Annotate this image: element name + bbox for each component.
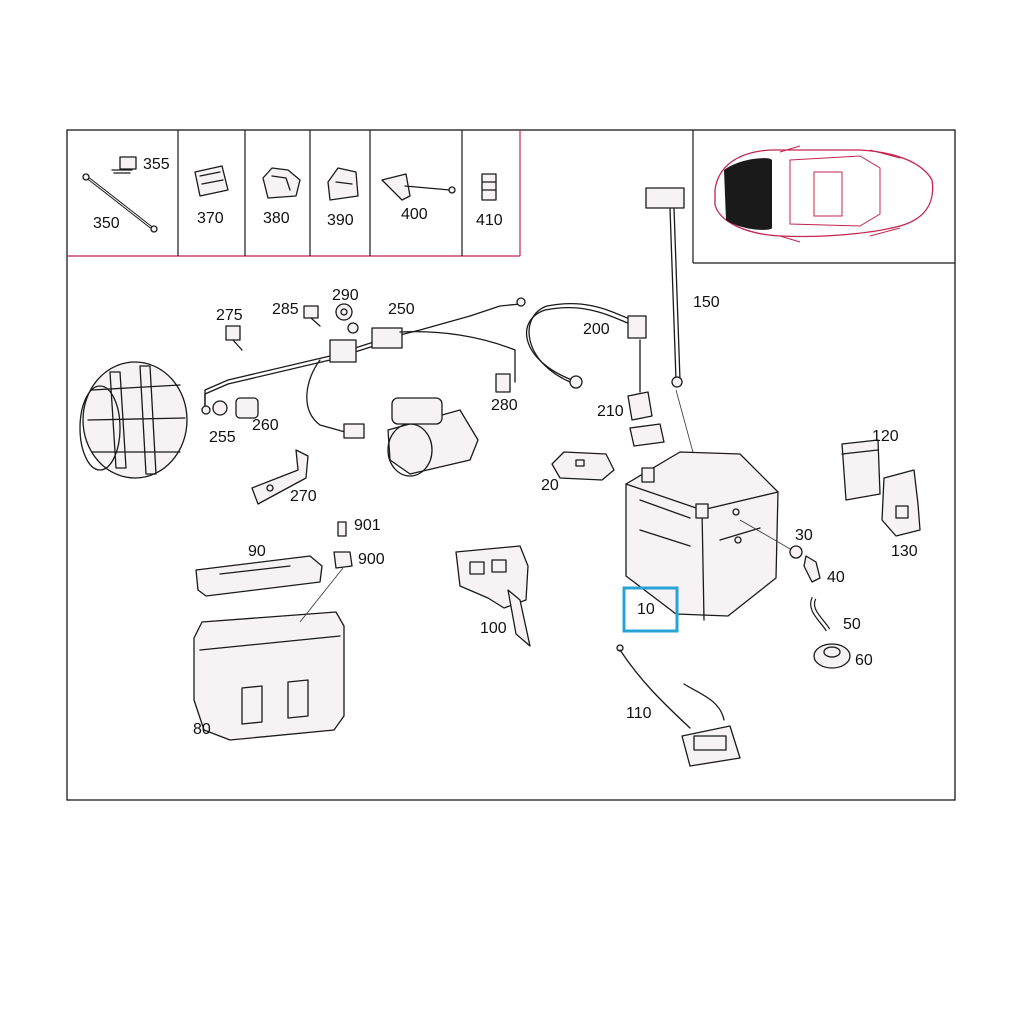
label-390: 390 <box>327 212 354 229</box>
part-20-cover[interactable] <box>551 451 615 481</box>
label-200: 200 <box>583 321 610 338</box>
part-80-fuse-box[interactable] <box>193 611 345 741</box>
part-200-cable[interactable] <box>525 302 647 389</box>
part-400-holder[interactable] <box>381 173 456 201</box>
part-350-bolt-strap[interactable] <box>82 173 158 233</box>
part-410-fitting[interactable] <box>481 173 497 201</box>
label-100: 100 <box>480 620 507 637</box>
car-thumbnail <box>714 145 934 243</box>
label-20: 20 <box>541 477 559 494</box>
highlight-box <box>622 586 679 633</box>
part-900-fuse[interactable] <box>299 551 353 623</box>
part-100-fuse-carrier[interactable] <box>455 545 531 647</box>
part-110-sensor-cable[interactable] <box>616 644 741 767</box>
part-250-harness[interactable] <box>201 297 526 439</box>
label-110: 110 <box>626 705 652 722</box>
part-260-cap[interactable] <box>235 397 259 419</box>
label-260: 260 <box>252 417 279 434</box>
part-380-clip[interactable] <box>262 167 301 199</box>
part-275-bolt[interactable] <box>225 325 243 351</box>
label-210: 210 <box>597 403 624 420</box>
part-60-grommet[interactable] <box>813 643 851 669</box>
part-370-clip[interactable] <box>194 165 229 197</box>
label-290: 290 <box>332 287 359 304</box>
part-255-nut[interactable] <box>212 400 228 416</box>
part-290-washer[interactable] <box>335 303 359 334</box>
label-370: 370 <box>197 210 224 227</box>
label-275: 275 <box>216 307 243 324</box>
label-40: 40 <box>827 569 845 586</box>
callout-labels: 275 285 290 250 200 150 280 255 260 270 … <box>193 287 918 738</box>
label-410: 410 <box>476 212 503 229</box>
part-10-battery[interactable] <box>625 451 779 621</box>
alternator-illustration <box>79 361 188 479</box>
part-280-sleeve[interactable] <box>495 373 511 393</box>
label-250: 250 <box>388 301 415 318</box>
label-50: 50 <box>843 616 861 633</box>
part-30-vent-fitting[interactable] <box>739 519 803 559</box>
label-80: 80 <box>193 721 211 738</box>
part-120-module[interactable] <box>841 439 881 501</box>
label-280: 280 <box>491 397 518 414</box>
label-355: 355 <box>143 156 170 173</box>
part-130-bracket[interactable] <box>881 469 921 537</box>
label-350: 350 <box>93 215 120 232</box>
label-270: 270 <box>290 488 317 505</box>
label-30: 30 <box>795 527 813 544</box>
part-50-hose[interactable] <box>810 596 831 632</box>
part-901-fuse[interactable] <box>337 521 347 537</box>
part-210-terminal-clamp[interactable] <box>627 339 665 447</box>
label-150: 150 <box>693 294 720 311</box>
label-900: 900 <box>358 551 385 568</box>
label-10[interactable]: 10 <box>637 601 655 618</box>
part-390-clip[interactable] <box>327 167 359 201</box>
part-285-bolt[interactable] <box>303 305 321 327</box>
label-285: 285 <box>272 301 299 318</box>
label-90: 90 <box>248 543 266 560</box>
label-130: 130 <box>891 543 918 560</box>
part-90-cover[interactable] <box>195 555 323 597</box>
label-255: 255 <box>209 429 236 446</box>
label-120: 120 <box>872 428 899 445</box>
label-400: 400 <box>401 206 428 223</box>
label-380: 380 <box>263 210 290 227</box>
header-labels: 355 350 370 380 390 400 410 <box>93 156 503 232</box>
part-355-bolt[interactable] <box>111 156 137 174</box>
label-901: 901 <box>354 517 381 534</box>
part-40-elbow[interactable] <box>803 555 821 583</box>
part-270-bracket[interactable] <box>251 449 309 505</box>
label-60: 60 <box>855 652 873 669</box>
diagram-frame <box>66 129 956 801</box>
starter-illustration <box>387 397 479 477</box>
